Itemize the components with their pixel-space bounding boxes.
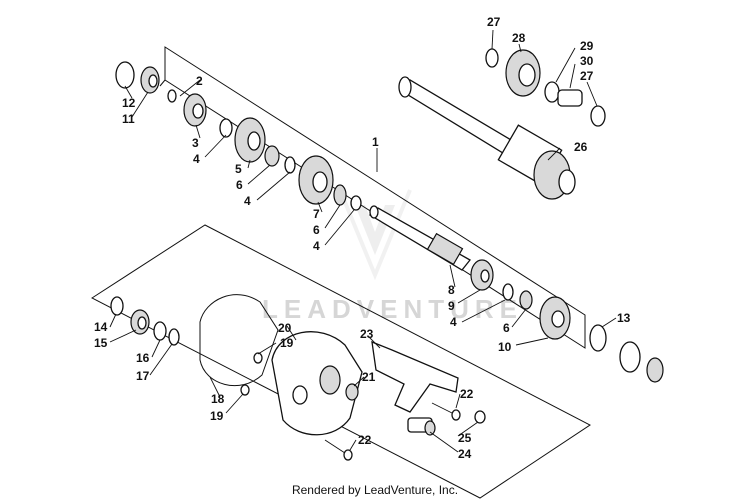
- part-3-hub: [183, 93, 207, 127]
- callout-labels: 1 2 3 4 4 4 4 5 6 6 6 7 8 9 10 11 12 13 …: [94, 15, 631, 461]
- part-13-bearing: [619, 341, 641, 373]
- part-27-washer: [485, 48, 499, 68]
- part-10-gear: [539, 296, 571, 340]
- part-9-hub: [470, 259, 494, 291]
- callout-18: 18: [211, 392, 225, 406]
- part-17-ring: [168, 328, 180, 346]
- callout-16: 16: [136, 351, 150, 365]
- part-30-bushing: [557, 89, 583, 107]
- part-4-washer-a: [219, 118, 233, 138]
- part-13-washer: [589, 324, 607, 352]
- watermark: LEADVENTURE: [262, 189, 523, 324]
- callout-22a: 22: [460, 387, 474, 401]
- callout-3: 3: [192, 136, 199, 150]
- callout-24: 24: [458, 447, 472, 461]
- part-18-gasket: [199, 294, 279, 387]
- part-6-bearing-b: [333, 184, 347, 206]
- part-14-ring: [110, 296, 124, 316]
- part-16-washer: [153, 321, 167, 341]
- callout-4a: 4: [193, 152, 200, 166]
- callout-28: 28: [512, 31, 526, 45]
- callout-1: 1: [372, 135, 379, 149]
- part-19-dowel-b: [240, 384, 250, 396]
- part-4-washer-d: [502, 283, 514, 301]
- part-24-sensor: [407, 417, 436, 436]
- watermark-text: LEADVENTURE: [262, 294, 523, 324]
- part-12-ring: [115, 61, 135, 89]
- part-2-clip: [167, 89, 177, 103]
- callout-25: 25: [458, 431, 472, 445]
- callout-4b: 4: [244, 194, 251, 208]
- part-8-shaft: [368, 205, 471, 271]
- part-5-gear: [234, 117, 266, 163]
- callout-7: 7: [313, 207, 320, 221]
- cover-assembly-box: [91, 224, 591, 499]
- callout-9: 9: [448, 299, 455, 313]
- callout-17: 17: [136, 369, 150, 383]
- part-13-seal: [646, 357, 664, 383]
- callout-23: 23: [360, 327, 374, 341]
- callout-27b: 27: [580, 69, 594, 83]
- footer-credit: Rendered by LeadVenture, Inc.: [291, 483, 459, 497]
- callout-27a: 27: [487, 15, 501, 29]
- part-11-gear: [140, 66, 160, 94]
- callout-10: 10: [498, 340, 512, 354]
- part-23-bracket: [371, 340, 459, 413]
- part-25-bolt: [474, 410, 486, 424]
- part-15-gear: [130, 309, 150, 335]
- callout-2: 2: [196, 74, 203, 88]
- callout-6c: 6: [503, 321, 510, 335]
- callout-26: 26: [574, 140, 588, 154]
- callout-13: 13: [617, 311, 631, 325]
- callout-20: 20: [278, 321, 292, 335]
- part-19-dowel-a: [253, 352, 263, 364]
- callout-12: 12: [122, 96, 136, 110]
- callout-19b: 19: [210, 409, 224, 423]
- leader-lines: [109, 29, 617, 453]
- callout-4c: 4: [313, 239, 320, 253]
- part-26-shaft: [398, 76, 576, 200]
- callout-30: 30: [580, 54, 594, 68]
- callout-5: 5: [235, 162, 242, 176]
- callout-8: 8: [448, 283, 455, 297]
- callout-6a: 6: [236, 178, 243, 192]
- callout-22b: 22: [358, 433, 372, 447]
- part-4-washer-c: [350, 195, 362, 211]
- callout-15: 15: [94, 336, 108, 350]
- callout-21: 21: [362, 370, 376, 384]
- part-7-gear: [298, 155, 334, 205]
- part-20-housing: [271, 331, 363, 436]
- callout-14: 14: [94, 320, 108, 334]
- callout-29: 29: [580, 39, 594, 53]
- part-21-seal: [345, 383, 359, 401]
- part-27-washer-b: [590, 105, 606, 127]
- part-29-bearing: [544, 81, 560, 103]
- callout-4d: 4: [450, 315, 457, 329]
- callout-19a: 19: [280, 336, 294, 350]
- part-6-bearing-c: [519, 290, 533, 310]
- part-6-bearing-a: [264, 145, 280, 167]
- part-28-gear: [505, 49, 541, 97]
- part-4-washer-b: [284, 156, 296, 174]
- callout-11: 11: [122, 112, 135, 126]
- callout-6b: 6: [313, 223, 320, 237]
